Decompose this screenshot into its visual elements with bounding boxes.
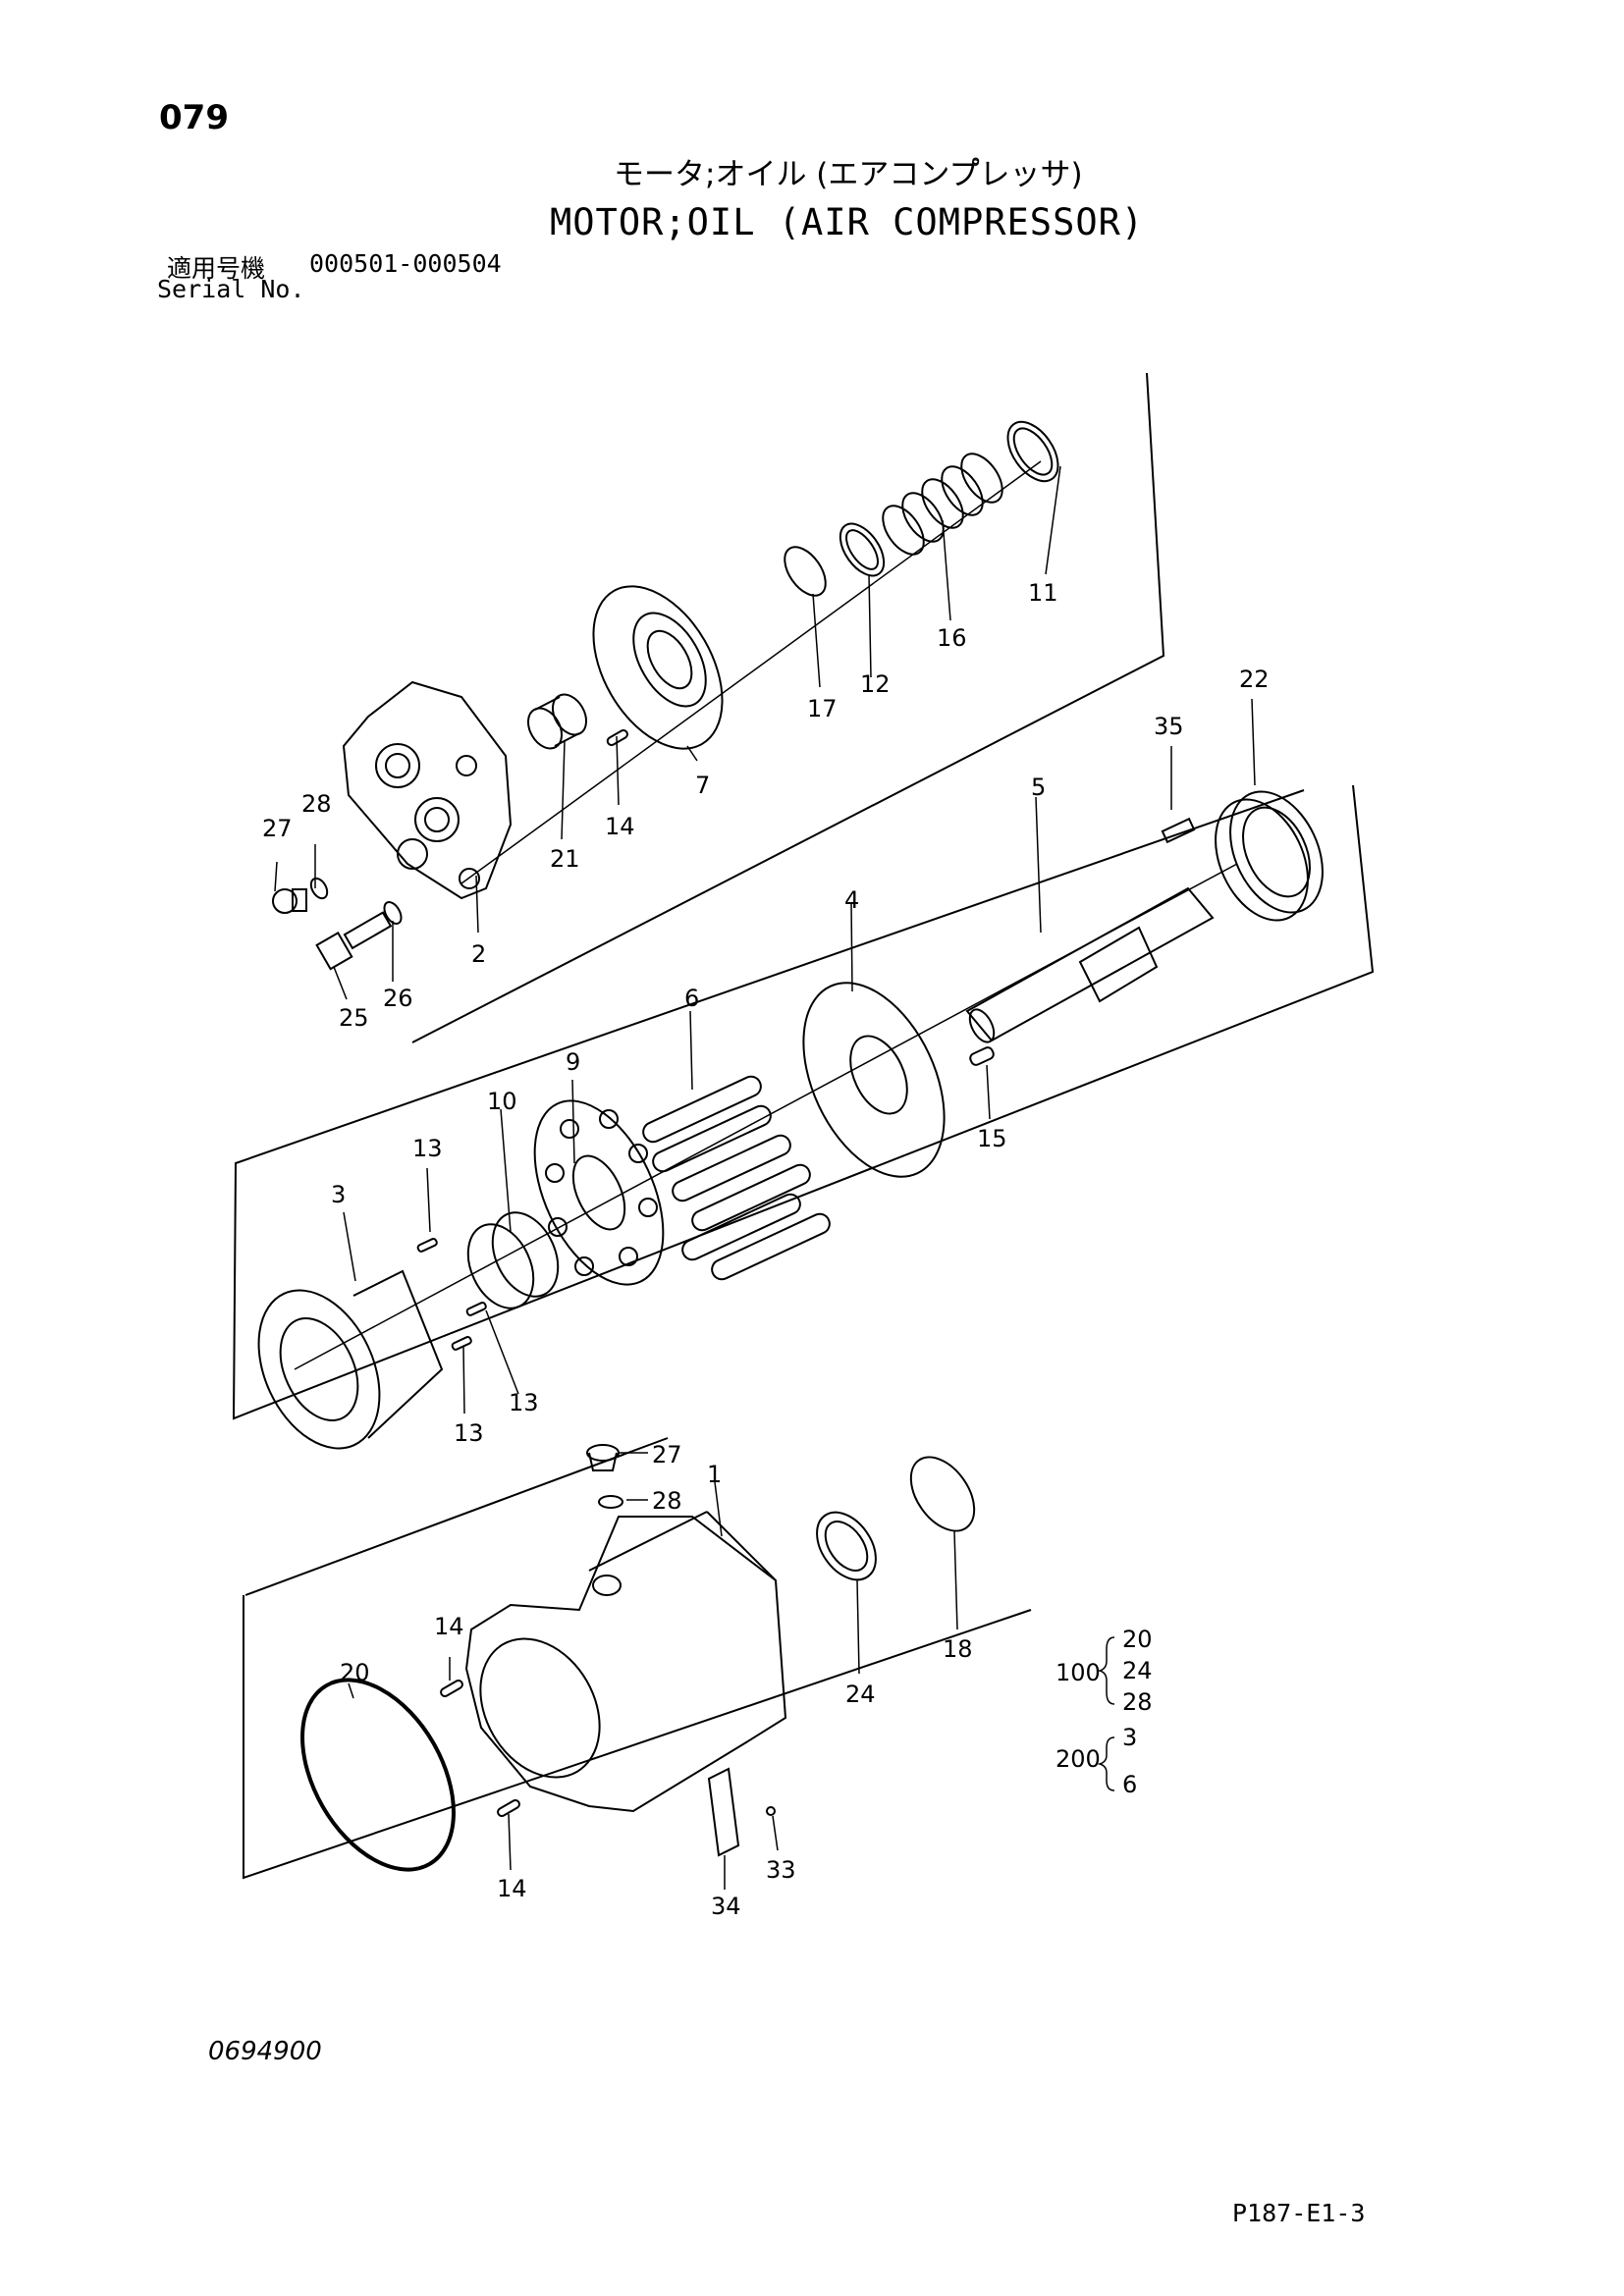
- callout-16: 16: [937, 624, 967, 652]
- pin-14-top: [606, 729, 628, 746]
- kit-200-part: 6: [1122, 1771, 1137, 1798]
- callout-7: 7: [695, 772, 710, 799]
- callout-13b: 13: [509, 1389, 539, 1416]
- frame-top: [411, 372, 1165, 1043]
- washer-26: [383, 901, 403, 925]
- frame-middle: [232, 784, 1375, 1420]
- frame-bottom: [243, 1437, 1032, 1880]
- assembly-axis-top: [460, 460, 1042, 884]
- snap-ring-17: [784, 546, 827, 597]
- pistons-6: [642, 1075, 831, 1281]
- oring-28-bottom: [598, 1495, 623, 1509]
- callout-3: 3: [331, 1181, 346, 1208]
- callout-33: 33: [766, 1856, 796, 1884]
- kit-200-number: 200: [1056, 1745, 1101, 1773]
- callout-12: 12: [860, 670, 891, 698]
- ring-12: [839, 522, 886, 577]
- plate-34: [707, 1767, 740, 1857]
- drawing-number: 0694900: [208, 2037, 322, 2066]
- swash-plate-4: [802, 982, 946, 1178]
- plug-27-bottom: [586, 1444, 620, 1471]
- callout-25: 25: [339, 1004, 369, 1032]
- callout-18: 18: [943, 1635, 973, 1663]
- ring-11: [1006, 420, 1059, 483]
- pins-13: [416, 1238, 487, 1351]
- retainer-9: [533, 1099, 665, 1286]
- snap-ring-18: [909, 1456, 976, 1532]
- callout-14b: 14: [434, 1613, 464, 1640]
- callout-14a: 14: [605, 813, 635, 840]
- callout-1: 1: [707, 1461, 722, 1488]
- serial-range: 000501-000504: [309, 249, 502, 278]
- ring-24: [816, 1511, 877, 1581]
- callout-2: 2: [471, 940, 486, 968]
- callout-24: 24: [845, 1681, 876, 1708]
- bearing-22: [1215, 790, 1324, 922]
- callout-5: 5: [1031, 774, 1046, 801]
- plug-27-top: [272, 888, 307, 914]
- kit-100-part: 24: [1122, 1657, 1153, 1684]
- kit-200-part: 3: [1122, 1724, 1137, 1751]
- callout-9: 9: [566, 1048, 580, 1076]
- pins-14-bottom: [440, 1680, 520, 1817]
- cylinder-3: [257, 1269, 444, 1450]
- bearing-10: [466, 1211, 560, 1309]
- callout-20: 20: [340, 1659, 370, 1686]
- callout-4: 4: [844, 886, 859, 914]
- callout-10: 10: [487, 1088, 517, 1115]
- key-35: [1161, 817, 1196, 844]
- callout-13a: 13: [412, 1135, 443, 1162]
- callout-22: 22: [1239, 666, 1270, 693]
- leader-lines: [274, 465, 1256, 1890]
- callout-27b: 27: [652, 1441, 682, 1468]
- cover-2: [342, 680, 513, 900]
- callout-6: 6: [684, 985, 699, 1012]
- shaft-5: [965, 886, 1215, 1043]
- callout-21: 21: [550, 845, 580, 873]
- callout-35: 35: [1154, 713, 1184, 740]
- callout-13c: 13: [454, 1419, 484, 1447]
- kit-braces: [1097, 1636, 1115, 1791]
- plate-7: [592, 585, 724, 750]
- kit-100-part: 20: [1122, 1626, 1153, 1653]
- needle-bearing-21: [526, 693, 588, 750]
- page-title-japanese: モータ;オイル (エアコンプ゚レッサ): [614, 157, 1083, 192]
- callout-28b: 28: [652, 1487, 682, 1515]
- serial-label: Serial No.: [157, 275, 305, 303]
- page-number: 079: [159, 98, 229, 137]
- part-callouts: 1 2 3 4 5 6 7 9 10 11 12 13 13 13 14 14 …: [262, 579, 1270, 1920]
- callout-17: 17: [807, 695, 838, 722]
- callout-34: 34: [711, 1893, 741, 1920]
- kit-100-number: 100: [1056, 1659, 1101, 1686]
- callout-11: 11: [1028, 579, 1058, 607]
- callout-26: 26: [383, 985, 413, 1012]
- spring-16: [882, 453, 1003, 556]
- housing-1: [464, 1511, 787, 1813]
- callout-27a: 27: [262, 815, 293, 842]
- bolt-25: [315, 911, 393, 971]
- screw-33: [766, 1806, 776, 1816]
- kit-100-part: 28: [1122, 1688, 1153, 1716]
- callout-14c: 14: [497, 1875, 527, 1902]
- callout-15: 15: [977, 1125, 1007, 1152]
- oring-28-top: [309, 877, 329, 900]
- callout-28a: 28: [301, 790, 332, 818]
- kit-callouts: 100 20 24 28 200 3 6: [1056, 1626, 1153, 1798]
- serial-label-japanese: 適用号機: [167, 254, 266, 283]
- pin-15: [969, 1046, 995, 1066]
- figure-code: P187-E1-3: [1232, 2199, 1366, 2227]
- page-title: MOTOR;OIL (AIR COMPRESSOR): [550, 201, 1145, 243]
- oring-20: [300, 1678, 456, 1872]
